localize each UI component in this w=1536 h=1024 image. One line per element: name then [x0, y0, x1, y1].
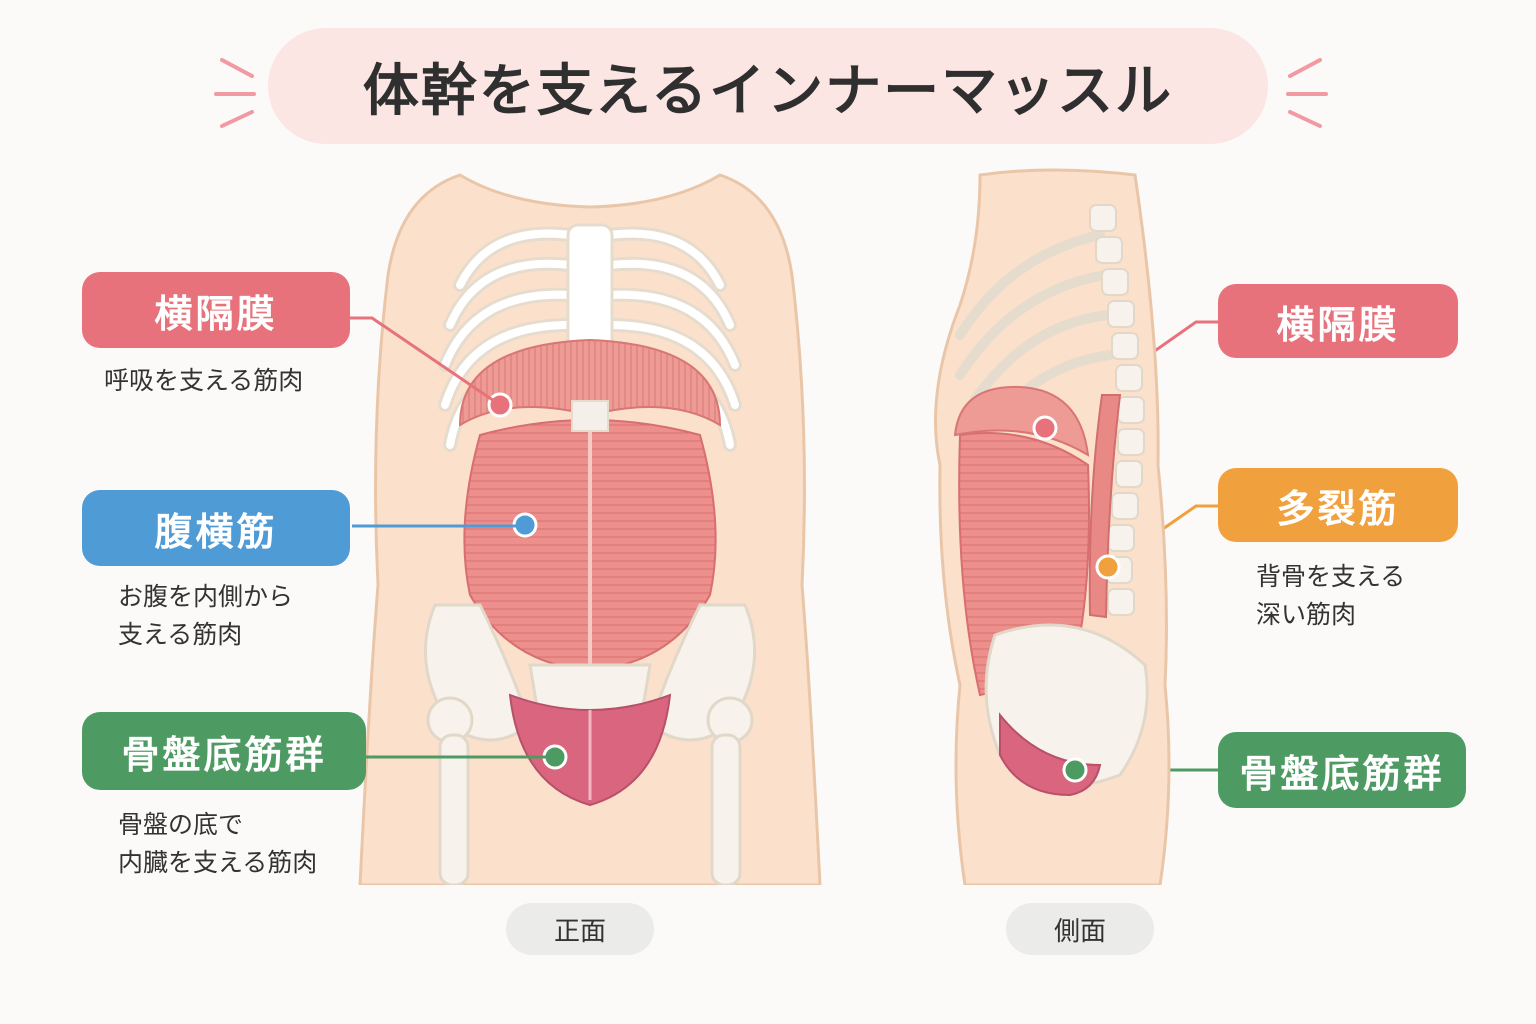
front-diaphragm-desc: 呼吸を支える筋肉 [104, 366, 304, 395]
front-pelvic-floor-desc: 骨盤の底で 内臓を支える筋肉 [118, 810, 318, 877]
side-pelvic-floor-label-text: 骨盤底筋群 [1239, 751, 1445, 796]
front-diaphragm-label: 横隔膜 [82, 272, 350, 348]
side-view-label-text: 側面 [1053, 916, 1106, 947]
left-sparkle-icon [212, 52, 262, 132]
front-view-label-text: 正面 [553, 916, 606, 947]
front-transversus-label-text: 腹横筋 [154, 509, 278, 554]
front-transversus-label: 腹横筋 [82, 490, 350, 566]
front-transversus-desc: お腹を内側から 支える筋肉 [118, 582, 294, 649]
side-multifidus-label-text: 多裂筋 [1276, 486, 1400, 531]
side-multifidus-desc: 背骨を支える 深い筋肉 [1256, 562, 1406, 629]
side-diaphragm-label: 横隔膜 [1218, 284, 1458, 358]
front-anatomy-figure [358, 173, 822, 885]
page-title: 体幹を支えるインナーマッスル [362, 58, 1174, 124]
front-femurs [426, 696, 754, 885]
side-diaphragm-label-text: 横隔膜 [1276, 302, 1400, 347]
side-pelvic-floor-label: 骨盤底筋群 [1218, 732, 1466, 808]
front-diaphragm-muscle [458, 338, 722, 427]
side-view-label: 側面 [1006, 903, 1154, 955]
side-anatomy-figure [934, 168, 1171, 885]
front-pelvic-floor-label: 骨盤底筋群 [82, 712, 366, 790]
title-banner: 体幹を支えるインナーマッスル [268, 28, 1268, 144]
front-diaphragm-label-text: 横隔膜 [154, 291, 278, 336]
right-sparkle-icon [1280, 52, 1330, 132]
side-spine [1089, 204, 1145, 616]
front-pelvic-floor-label-text: 骨盤底筋群 [121, 732, 327, 777]
side-diaphragm-muscle [953, 385, 1090, 457]
side-multifidus-label: 多裂筋 [1218, 468, 1458, 542]
front-view-label: 正面 [506, 903, 654, 955]
